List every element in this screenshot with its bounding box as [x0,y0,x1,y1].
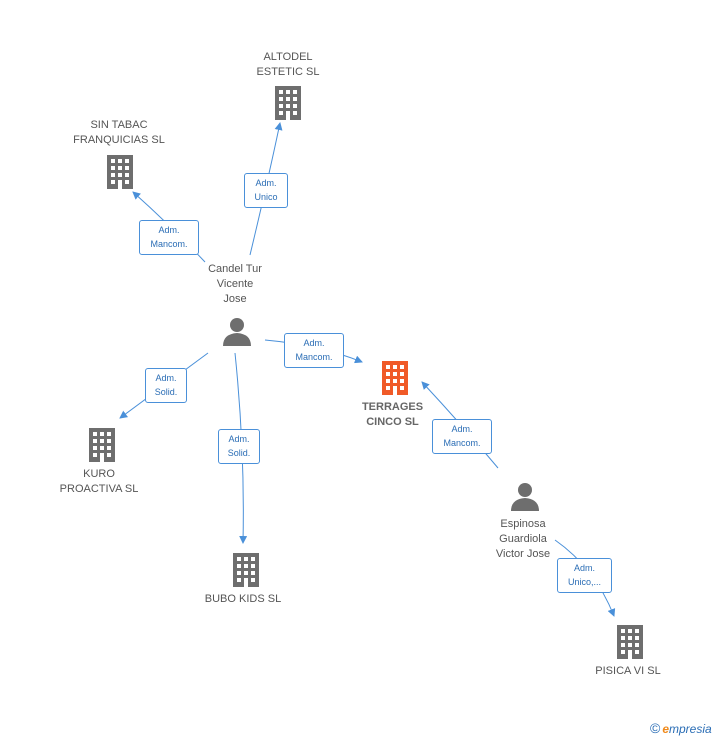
brand-rest: mpresia [669,722,712,736]
person-icon-candel[interactable] [222,317,252,352]
building-icon-pisica[interactable] [615,625,645,664]
edge-label-kuro[interactable]: Adm. Solid. [145,368,187,403]
building-icon-bubo[interactable] [231,553,261,592]
brand-logo: ©empresia [650,720,712,736]
edge-label-terrages-candel[interactable]: Adm. Mancom. [284,333,344,368]
copyright-icon: © [650,720,661,736]
person-icon-espinosa[interactable] [510,482,540,517]
edge-label-sin-tabac[interactable]: Adm. Mancom. [139,220,199,255]
brand-e: e [662,722,670,736]
building-icon-sin-tabac[interactable] [105,155,135,194]
node-label-pisica: PISICA VI SL [595,665,661,677]
edge-label-pisica[interactable]: Adm. Unico,... [557,558,612,593]
building-icon-terrages[interactable] [380,361,410,400]
edge-label-terrages-espinosa[interactable]: Adm. Mancom. [432,419,492,454]
node-label-candel: Candel Tur Vicente Jose [208,263,262,305]
node-label-sin-tabac: SIN TABAC FRANQUICIAS SL [73,119,165,146]
edge-label-bubo[interactable]: Adm. Solid. [218,429,260,464]
edge-label-altodel[interactable]: Adm. Unico [244,173,288,208]
node-label-bubo: BUBO KIDS SL [204,593,282,605]
node-label-terrages: TERRAGES CINCO SL [361,401,424,428]
node-label-espinosa: Espinosa Guardiola Victor Jose [495,518,551,560]
building-icon-altodel[interactable] [273,86,303,125]
node-label-altodel: ALTODEL ESTETIC SL [256,51,320,78]
node-label-kuro: KURO PROACTIVA SL [59,468,139,495]
building-icon-kuro[interactable] [87,428,117,467]
